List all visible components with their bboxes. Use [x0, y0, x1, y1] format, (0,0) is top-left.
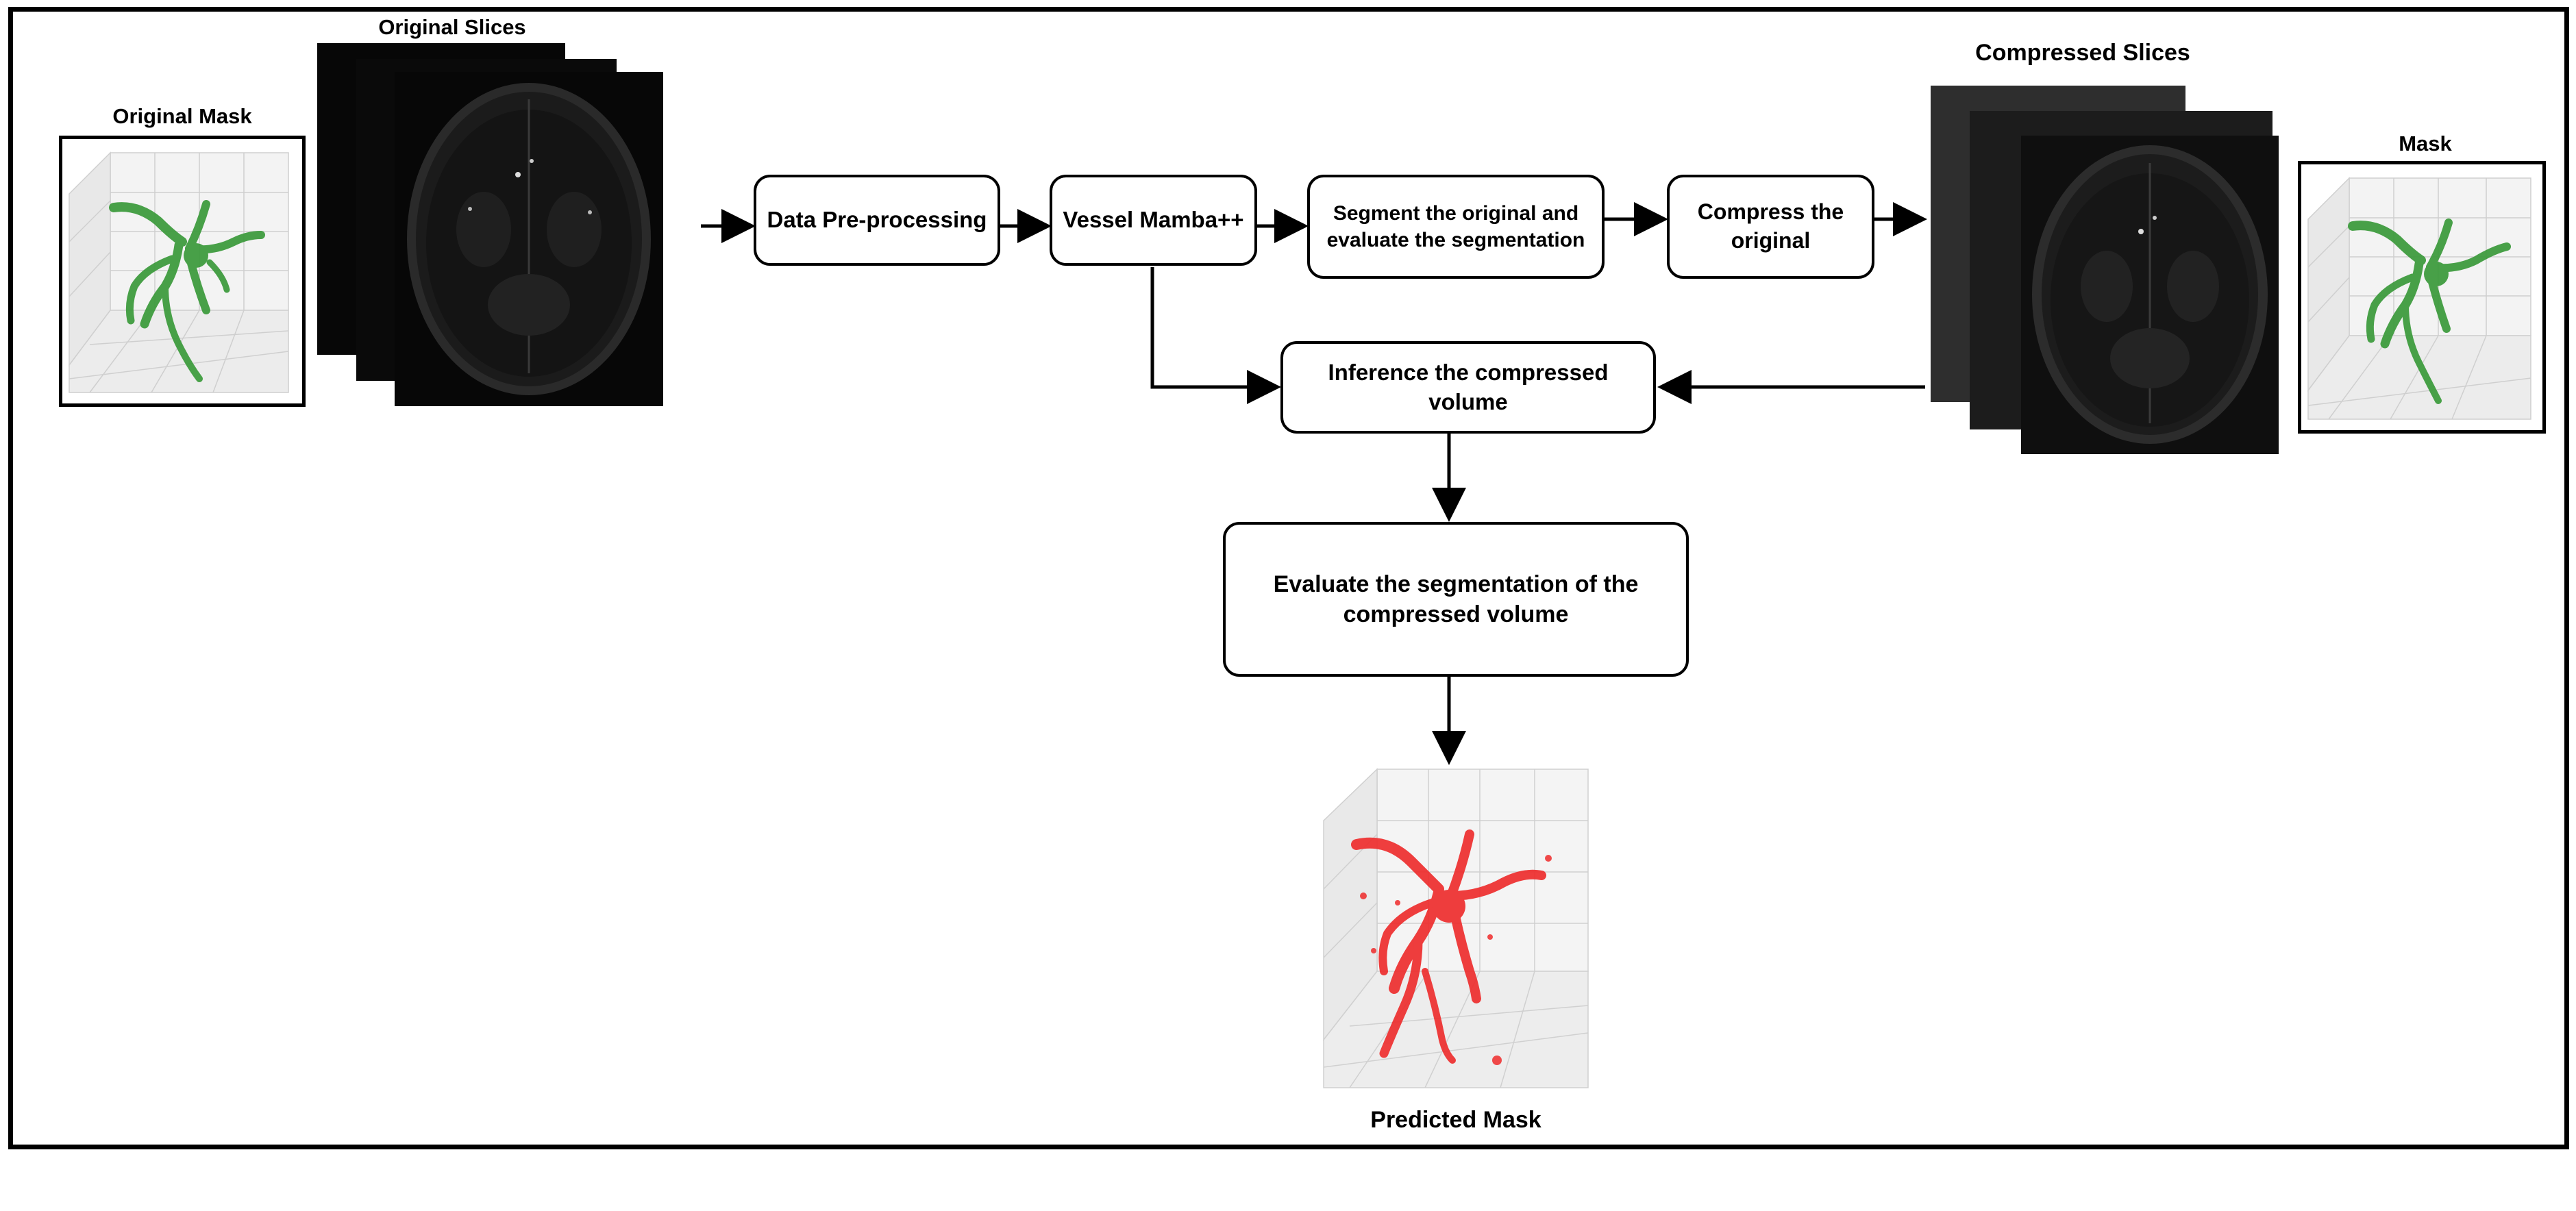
compressed-slice-front [2021, 136, 2279, 454]
predicted-mask-label: Predicted Mask [1370, 1107, 1541, 1133]
original-mask-label: Original Mask [112, 104, 252, 128]
preprocessing-step: Data Pre-processing [754, 175, 1000, 266]
model-step-label: Vessel Mamba++ [1063, 207, 1244, 233]
segment-step-label: Segment the original and evaluate the se… [1326, 202, 1585, 251]
evaluate-step: Evaluate the segmentation of the compres… [1223, 522, 1689, 677]
inference-step: Inference the compressed volume [1280, 341, 1656, 434]
preprocessing-step-label: Data Pre-processing [767, 207, 987, 233]
model-step: Vessel Mamba++ [1050, 175, 1257, 266]
mask-label: Mask [2399, 132, 2452, 155]
arrow-model-to-inference [1150, 267, 1281, 404]
compress-step: Compress the original [1667, 175, 1874, 279]
predicted-mask-plot [1322, 766, 1589, 1089]
original-slices-label: Original Slices [378, 15, 526, 39]
original-slice-front [395, 72, 663, 406]
mask-plot [2298, 161, 2546, 434]
diagram-frame [8, 7, 2569, 1149]
segment-step: Segment the original and evaluate the se… [1307, 175, 1605, 279]
evaluate-step-label: Evaluate the segmentation of the compres… [1273, 571, 1639, 627]
original-mask-plot [59, 136, 306, 407]
compressed-slices-label: Compressed Slices [1975, 40, 2190, 66]
compress-step-label: Compress the original [1697, 199, 1844, 253]
inference-step-label: Inference the compressed volume [1328, 359, 1609, 414]
